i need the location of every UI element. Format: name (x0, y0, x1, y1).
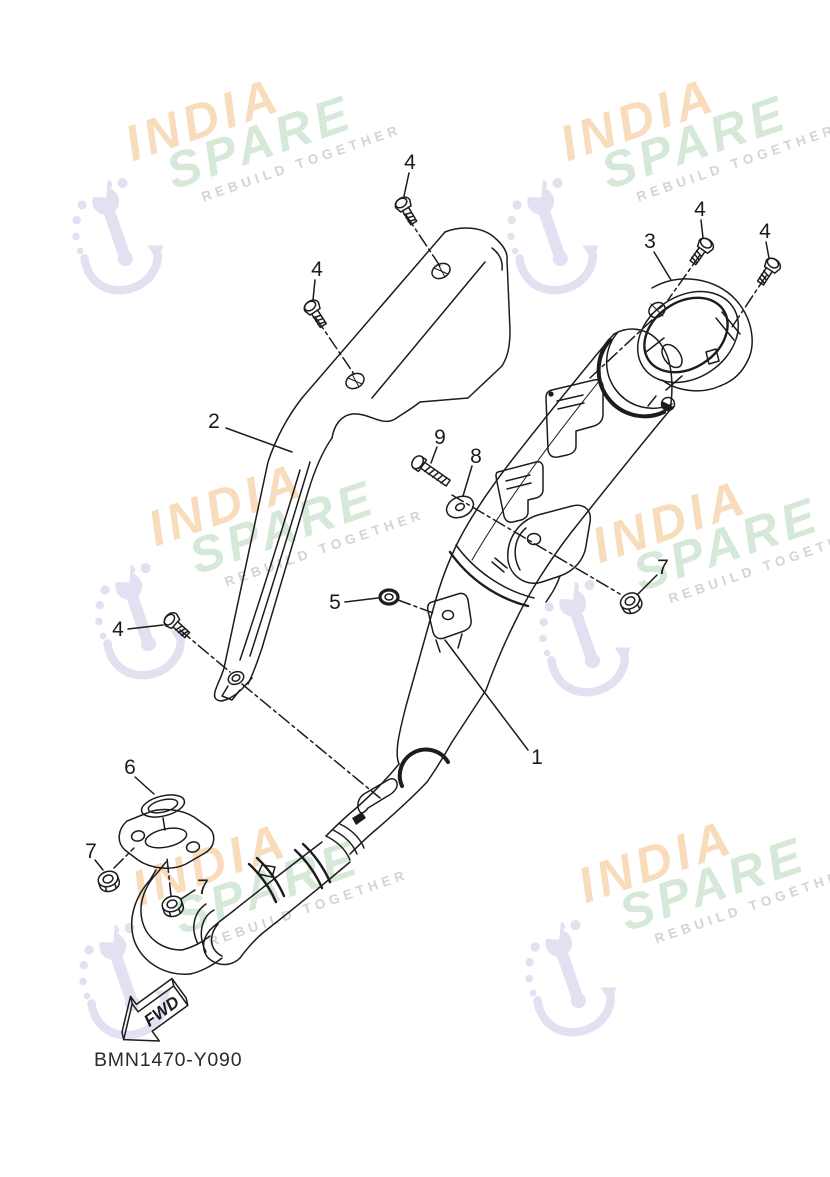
part-code: BMN1470-Y090 (94, 1049, 243, 1071)
flange-nut (619, 592, 643, 615)
flange-nut (97, 870, 121, 893)
flange-bolt (163, 612, 191, 639)
muffler-end-cap (636, 278, 753, 392)
grommet (378, 588, 400, 606)
exhaust-pipe (118, 747, 450, 975)
muffler-body (396, 328, 683, 783)
flange-bolt (689, 237, 715, 266)
exhaust-gasket (140, 794, 186, 818)
flange-nut (161, 895, 185, 918)
flange-bolt (303, 299, 327, 329)
stay-bolt (411, 455, 451, 487)
muffler-protector (213, 227, 511, 702)
leader-lines (94, 172, 770, 900)
assembly-axis-lines (113, 214, 767, 897)
fwd-arrow: FWD (121, 977, 189, 1042)
flange-bolt (756, 257, 782, 286)
flange-bolt (394, 196, 418, 226)
